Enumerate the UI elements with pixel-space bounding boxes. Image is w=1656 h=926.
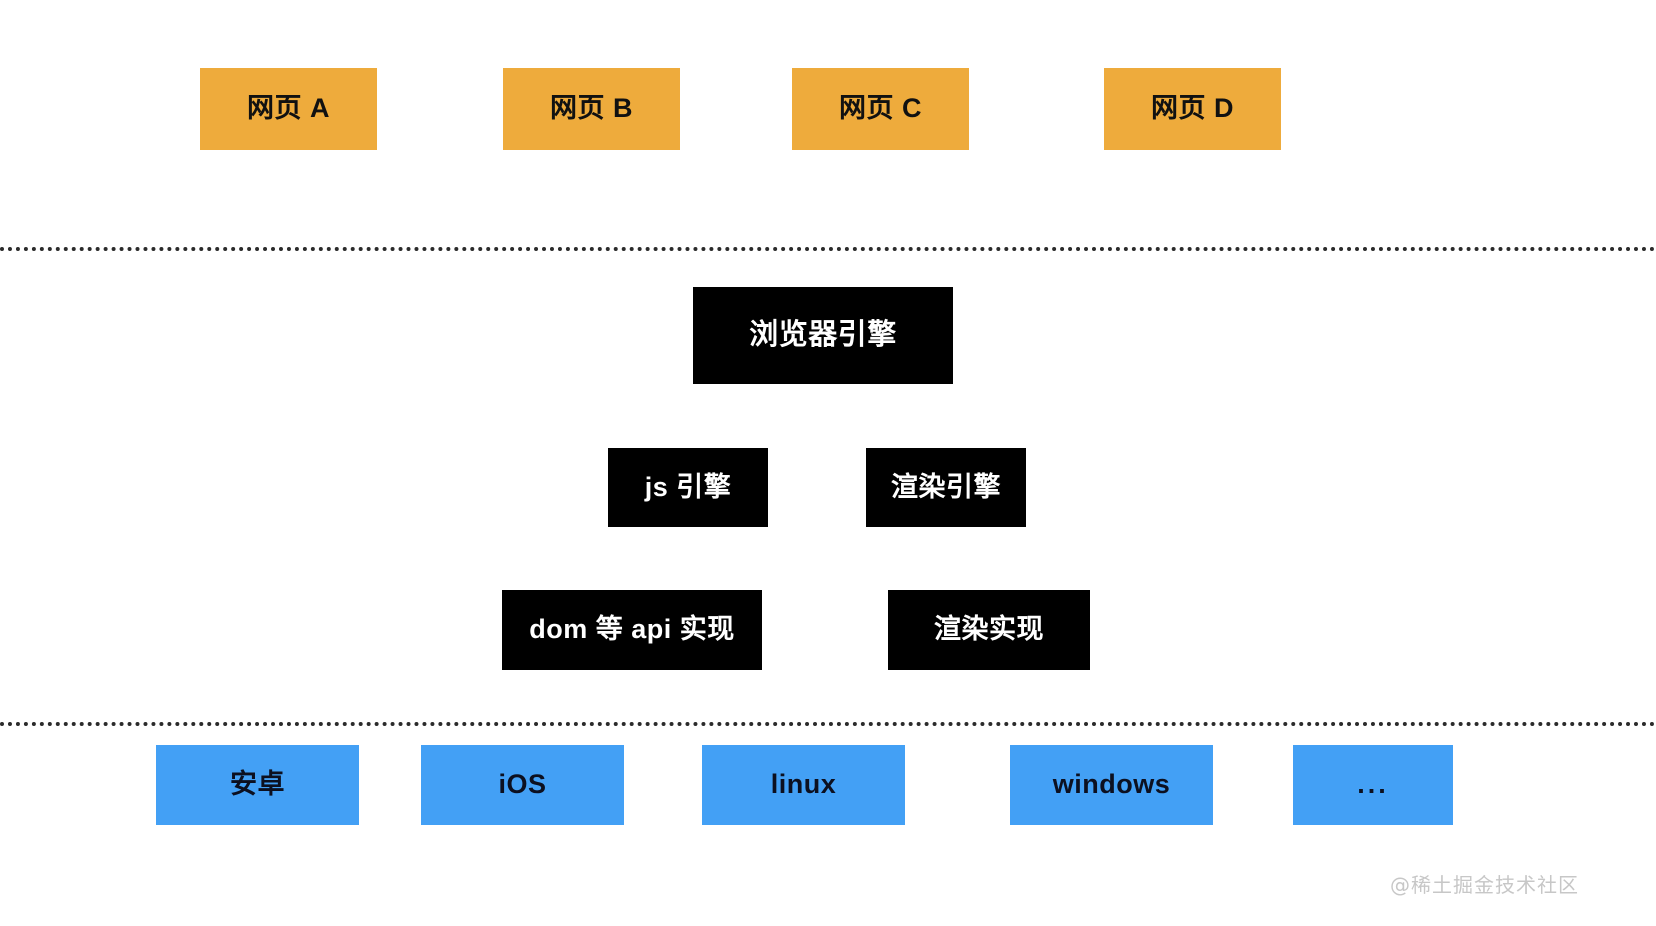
- os-box-ios[interactable]: iOS: [421, 745, 624, 825]
- os-box-android[interactable]: 安卓: [156, 745, 359, 825]
- render-engine-box[interactable]: 渲染引擎: [866, 448, 1026, 527]
- browser-engine-box[interactable]: 浏览器引擎: [693, 287, 953, 384]
- os-box-windows[interactable]: windows: [1010, 745, 1213, 825]
- web-page-box-c[interactable]: 网页 C: [792, 68, 969, 150]
- os-label-ios: iOS: [498, 769, 547, 800]
- web-page-label-d: 网页 D: [1151, 93, 1234, 124]
- browser-engine-label: 浏览器引擎: [749, 318, 897, 351]
- render-engine-label: 渲染引擎: [891, 471, 1001, 502]
- dom-api-impl-label: dom 等 api 实现: [529, 614, 735, 645]
- render-impl-box[interactable]: 渲染实现: [888, 590, 1090, 670]
- os-label-linux: linux: [770, 769, 837, 800]
- os-label-windows: windows: [1052, 769, 1171, 800]
- divider-engine-os: [0, 722, 1656, 726]
- render-impl-label: 渲染实现: [934, 614, 1044, 645]
- web-page-label-b: 网页 B: [550, 93, 633, 124]
- js-engine-box[interactable]: js 引擎: [608, 448, 768, 527]
- os-label-more: ...: [1357, 769, 1389, 800]
- web-page-box-b[interactable]: 网页 B: [503, 68, 680, 150]
- web-page-box-a[interactable]: 网页 A: [200, 68, 377, 150]
- os-box-more[interactable]: ...: [1293, 745, 1453, 825]
- os-label-android: 安卓: [230, 769, 285, 800]
- web-page-box-d[interactable]: 网页 D: [1104, 68, 1281, 150]
- web-page-label-a: 网页 A: [247, 93, 330, 124]
- web-page-label-c: 网页 C: [839, 93, 922, 124]
- watermark: @稀土掘金技术社区: [1390, 873, 1579, 897]
- divider-web-engine: [0, 247, 1656, 251]
- js-engine-label: js 引擎: [644, 471, 732, 502]
- os-box-linux[interactable]: linux: [702, 745, 905, 825]
- dom-api-impl-box[interactable]: dom 等 api 实现: [502, 590, 762, 670]
